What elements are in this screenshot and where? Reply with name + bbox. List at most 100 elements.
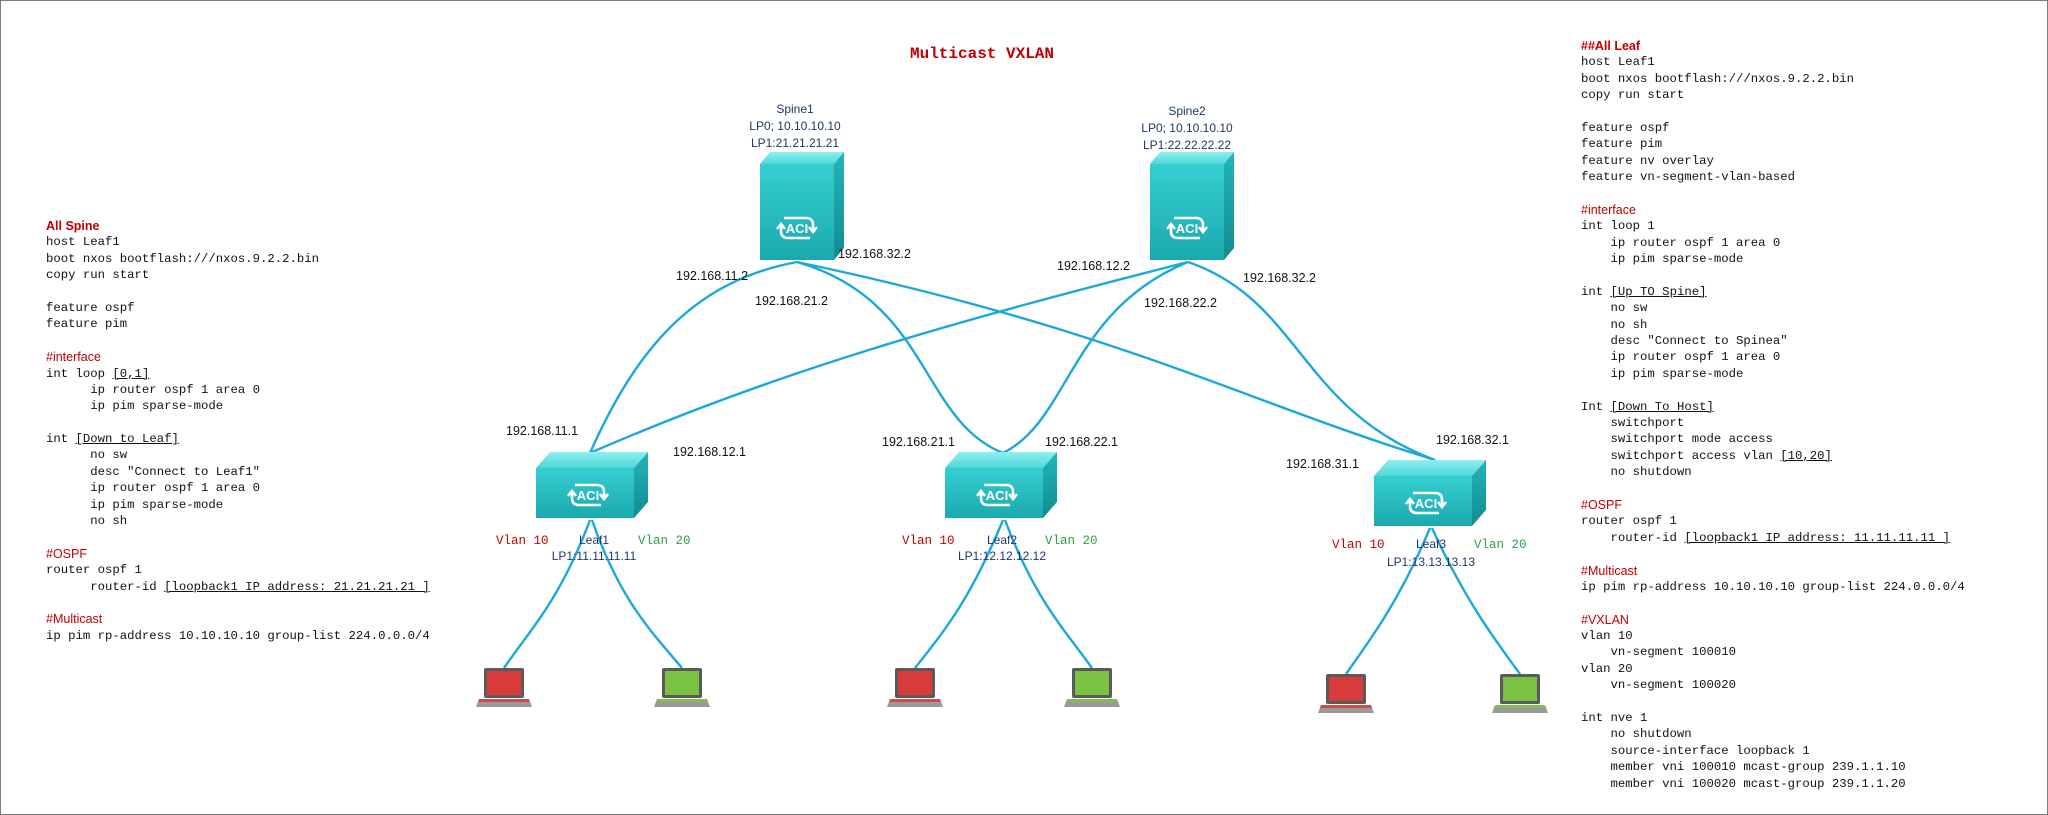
config-line: vlan 20 bbox=[1581, 661, 1633, 676]
config-line: desc "Connect to Leaf1" bbox=[46, 464, 261, 479]
leaf2-host-red-laptop-icon bbox=[887, 668, 943, 707]
config-line bbox=[1581, 595, 1965, 611]
config-line: int [Down to Leaf] bbox=[46, 432, 179, 447]
config-line: boot nxos bootflash:///nxos.9.2.2.bin bbox=[46, 251, 320, 266]
link-leaf3-host-red bbox=[1345, 527, 1432, 675]
config-line: feature nv overlay bbox=[1581, 153, 1714, 168]
config-line: vn-segment 100010 bbox=[1581, 645, 1736, 660]
leaf1-vlan-a: Vlan 10 bbox=[496, 534, 549, 548]
config-line: ip pim sparse-mode bbox=[1581, 252, 1744, 267]
leaf1-lp1: LP1:11.11.11.11 bbox=[552, 549, 637, 563]
leaf3-host-green-laptop-icon bbox=[1492, 674, 1548, 713]
config-line: copy run start bbox=[1581, 88, 1685, 103]
leaf3-switch: ACI bbox=[1374, 460, 1486, 526]
leaf2-vlan-a: Vlan 10 bbox=[902, 534, 955, 548]
link-spine1-leaf2 bbox=[796, 260, 1004, 455]
link-leaf1-host-red bbox=[503, 519, 592, 669]
config-line: feature pim bbox=[46, 317, 128, 332]
leaf3-vlan-a: Vlan 10 bbox=[1332, 538, 1385, 552]
config-line: ip pim sparse-mode bbox=[46, 497, 224, 512]
leaf3-vlan-b: Vlan 20 bbox=[1474, 538, 1527, 552]
spine2-name: Spine2 bbox=[1168, 104, 1206, 118]
spine2-switch: ACI bbox=[1150, 152, 1234, 260]
config-line: #Multicast bbox=[1581, 563, 1638, 578]
link-spine2-leaf3 bbox=[1187, 260, 1436, 462]
config-line bbox=[1581, 104, 1965, 120]
config-line: no sh bbox=[46, 514, 128, 529]
ip-l1-s1: 192.168.11.1 bbox=[506, 424, 578, 438]
config-line: int loop 1 bbox=[1581, 219, 1655, 234]
config-line bbox=[46, 284, 430, 300]
spine1-switch: ACI bbox=[760, 152, 844, 260]
ip-l1-s2: 192.168.12.1 bbox=[673, 445, 746, 459]
config-line: ip router ospf 1 area 0 bbox=[1581, 235, 1781, 250]
leaf2-vlan-b: Vlan 20 bbox=[1045, 534, 1098, 548]
ip-s1-l1: 192.168.11.2 bbox=[676, 269, 748, 283]
leaf1-switch: ACI bbox=[536, 452, 648, 518]
config-line bbox=[46, 333, 430, 349]
leaf2-lp1: LP1:12.12.12.12 bbox=[958, 549, 1046, 563]
config-line: #interface bbox=[1581, 202, 1636, 217]
config-line: #interface bbox=[46, 350, 101, 365]
config-line: member vni 100020 mcast-group 239.1.1.20 bbox=[1581, 776, 1906, 791]
config-line: host Leaf1 bbox=[46, 235, 120, 250]
config-line bbox=[1581, 694, 1965, 710]
leaf3-host-red-laptop-icon bbox=[1318, 674, 1374, 713]
config-line: member vni 100010 mcast-group 239.1.1.10 bbox=[1581, 760, 1906, 775]
config-line: vlan 10 bbox=[1581, 629, 1633, 644]
config-line: feature pim bbox=[1581, 137, 1663, 152]
config-line: switchport access vlan [10,20] bbox=[1581, 448, 1832, 463]
spine1-lp0: LP0; 10.10.10.10 bbox=[749, 119, 841, 133]
ip-s2-l1: 192.168.12.2 bbox=[1057, 259, 1130, 273]
ip-l3-s2: 192.168.32.1 bbox=[1436, 433, 1509, 447]
config-line: no sh bbox=[1581, 317, 1648, 332]
config-line: ip pim rp-address 10.10.10.10 group-list… bbox=[1581, 579, 1965, 594]
config-line: source-interface loopback 1 bbox=[1581, 743, 1810, 758]
config-line: copy run start bbox=[46, 268, 150, 283]
leaf1-aci-label: ACI bbox=[577, 488, 599, 503]
config-line: Int [Down To Host] bbox=[1581, 399, 1714, 414]
ip-l2-s2: 192.168.22.1 bbox=[1045, 435, 1118, 449]
spine1-lp1: LP1:21.21.21.21 bbox=[751, 136, 839, 150]
config-line bbox=[1581, 481, 1965, 497]
spine2-lp0: LP0; 10.10.10.10 bbox=[1141, 121, 1233, 135]
config-line: ip router ospf 1 area 0 bbox=[46, 382, 261, 397]
link-spine2-leaf1 bbox=[589, 260, 1189, 455]
config-line: no shutdown bbox=[1581, 727, 1692, 742]
config-line: feature ospf bbox=[1581, 120, 1670, 135]
config-line bbox=[46, 415, 430, 431]
config-line: #OSPF bbox=[46, 546, 87, 561]
config-line: #Multicast bbox=[46, 612, 103, 627]
leaf2-host-green-laptop-icon bbox=[1064, 668, 1120, 707]
link-spine1-leaf3 bbox=[796, 260, 1436, 462]
config-line bbox=[1581, 382, 1965, 398]
config-line: host Leaf1 bbox=[1581, 55, 1655, 70]
uplinks bbox=[588, 260, 1436, 462]
leaf1-host-green-laptop-icon bbox=[654, 668, 710, 707]
config-line: feature ospf bbox=[46, 300, 135, 315]
host-links bbox=[503, 519, 1521, 675]
ip-l2-s1: 192.168.21.1 bbox=[882, 435, 955, 449]
config-line: router ospf 1 bbox=[46, 563, 142, 578]
leaf1-name: Leaf1 bbox=[579, 533, 609, 547]
config-line: boot nxos bootflash:///nxos.9.2.2.bin bbox=[1581, 71, 1855, 86]
leaf3-aci-label: ACI bbox=[1415, 496, 1437, 511]
ip-s2-l2: 192.168.22.2 bbox=[1144, 296, 1217, 310]
config-line: ip router ospf 1 area 0 bbox=[46, 481, 261, 496]
config-line: ip router ospf 1 area 0 bbox=[1581, 350, 1781, 365]
link-leaf3-host-green bbox=[1430, 527, 1521, 675]
leaf1-host-red-laptop-icon bbox=[476, 668, 532, 707]
link-leaf2-host-red bbox=[914, 519, 1005, 669]
leaf3-lp1: LP1:13.13.13.13 bbox=[1387, 555, 1475, 569]
ip-l3-s1: 192.168.31.1 bbox=[1286, 457, 1359, 471]
leaf2-switch: ACI bbox=[945, 452, 1057, 518]
config-line bbox=[1581, 186, 1965, 202]
config-line: vn-segment 100020 bbox=[1581, 678, 1736, 693]
config-line: desc "Connect to Spinea" bbox=[1581, 334, 1788, 349]
config-line: int nve 1 bbox=[1581, 711, 1648, 726]
config-line: router-id [loopback1 IP address: 21.21.2… bbox=[46, 579, 430, 594]
config-line: ip pim sparse-mode bbox=[1581, 366, 1744, 381]
config-line: ip pim rp-address 10.10.10.10 group-list… bbox=[46, 628, 430, 643]
config-line: int [Up TO Spine] bbox=[1581, 284, 1707, 299]
